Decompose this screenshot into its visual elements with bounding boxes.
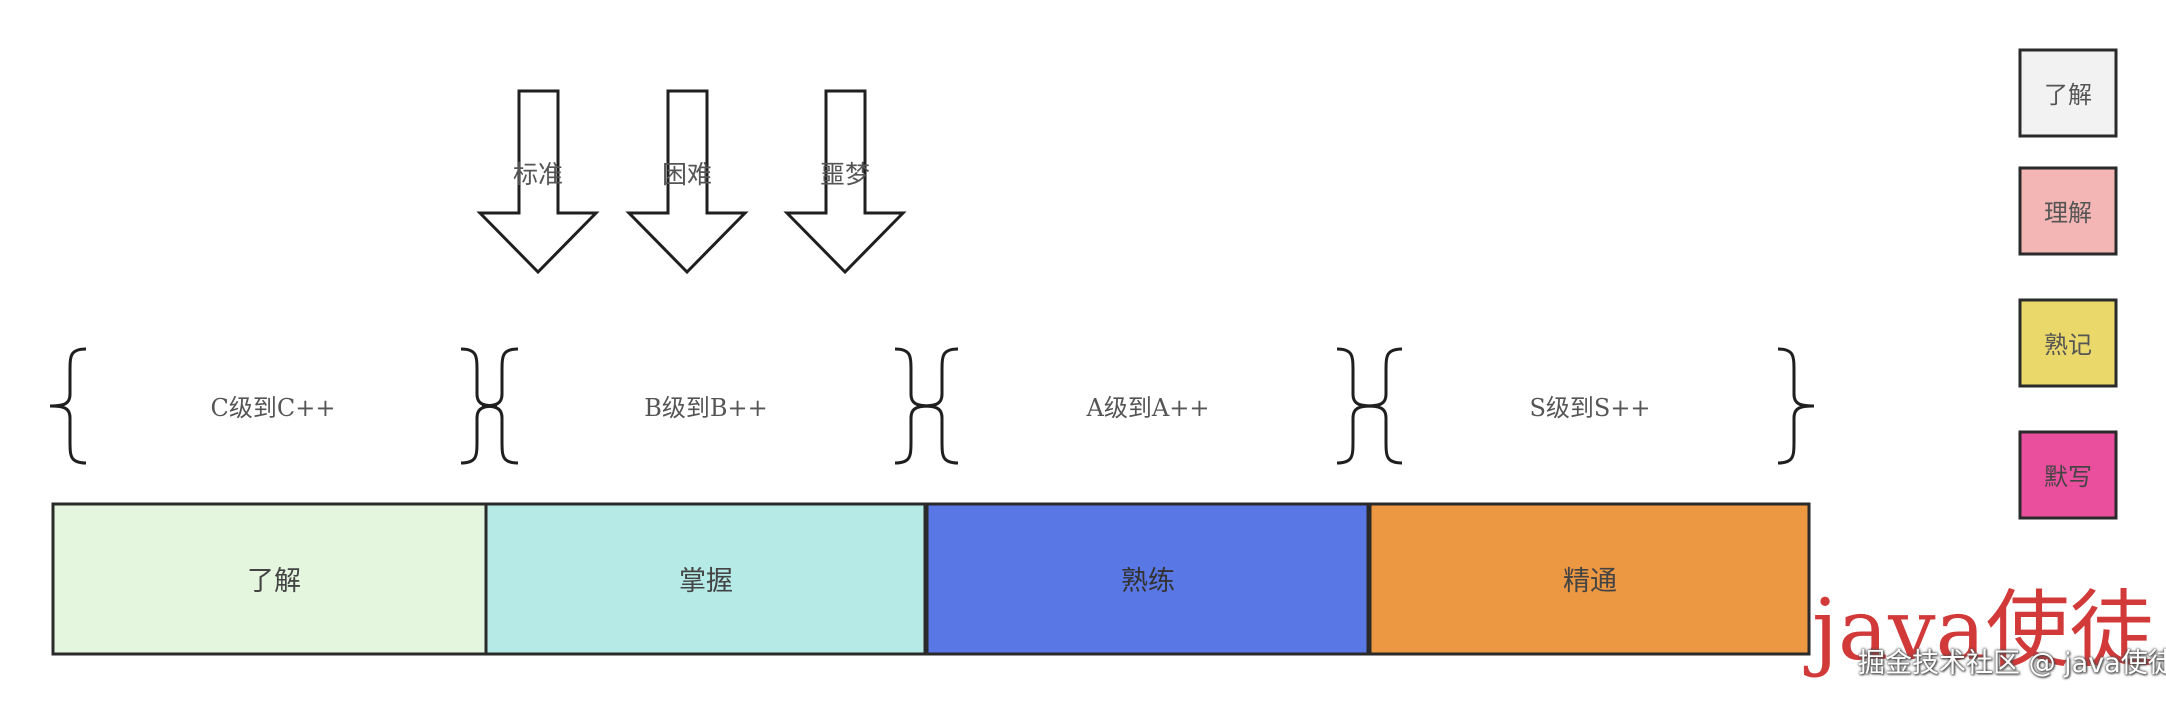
legend-swatch: [2018, 166, 2118, 256]
skill-bar: [51, 502, 1811, 656]
down-arrow-icon: [476, 89, 600, 275]
segment-proficient: [925, 502, 1370, 656]
legend: 了解 理解 熟记 默写: [2018, 48, 2118, 520]
arrow-label: 困难: [662, 160, 712, 189]
segment-label: 熟练: [1121, 566, 1175, 597]
brace-label: B级到B++: [644, 394, 768, 422]
arrow-label: 噩梦: [820, 160, 870, 189]
legend-item: 了解: [2018, 48, 2118, 138]
level-braces: [49, 347, 1815, 465]
brace-label: A级到A++: [1086, 394, 1210, 422]
segment-label: 了解: [247, 566, 301, 597]
segment-master: [1368, 502, 1811, 656]
brace-labels: C级到C++ B级到B++ A级到A++ S级到S++: [211, 394, 1651, 422]
watermark-caption: 掘金技术社区 @ java使徒: [1858, 648, 2166, 679]
legend-swatch: [2018, 48, 2118, 138]
arrow-standard: 标准: [476, 89, 600, 275]
skill-bar-labels: 了解 掌握 熟练 精通: [247, 566, 1617, 597]
legend-swatch: [2018, 430, 2118, 520]
left-brace-icon: [481, 347, 519, 465]
down-arrow-icon: [625, 89, 749, 275]
segment-label: 精通: [1563, 566, 1617, 597]
arrow-label: 标准: [513, 160, 563, 189]
down-arrow-icon: [783, 89, 907, 275]
brace-label: S级到S++: [1529, 394, 1650, 422]
legend-item: 熟记: [2018, 298, 2118, 388]
legend-label: 默写: [2044, 463, 2092, 491]
right-brace-icon: [1777, 347, 1815, 465]
legend-swatch: [2018, 298, 2118, 388]
arrow-nightmare: 噩梦: [783, 89, 907, 275]
legend-label: 理解: [2044, 199, 2092, 227]
legend-label: 了解: [2044, 81, 2092, 109]
legend-label: 熟记: [2044, 331, 2092, 359]
legend-item: 默写: [2018, 430, 2118, 520]
segment-understand: [51, 502, 488, 656]
left-brace-icon: [49, 347, 87, 465]
legend-item: 理解: [2018, 166, 2118, 256]
left-brace-icon: [921, 347, 959, 465]
difficulty-arrows: 标准 困难 噩梦: [476, 89, 907, 275]
right-brace-icon: [460, 347, 498, 465]
segment-label: 掌握: [679, 566, 733, 597]
segment-grasp: [484, 502, 927, 656]
watermark-logo-text: java使徒: [1812, 581, 2154, 679]
brace-label: C级到C++: [211, 394, 336, 422]
arrow-hard: 困难: [625, 89, 749, 275]
left-brace-icon: [1365, 347, 1403, 465]
